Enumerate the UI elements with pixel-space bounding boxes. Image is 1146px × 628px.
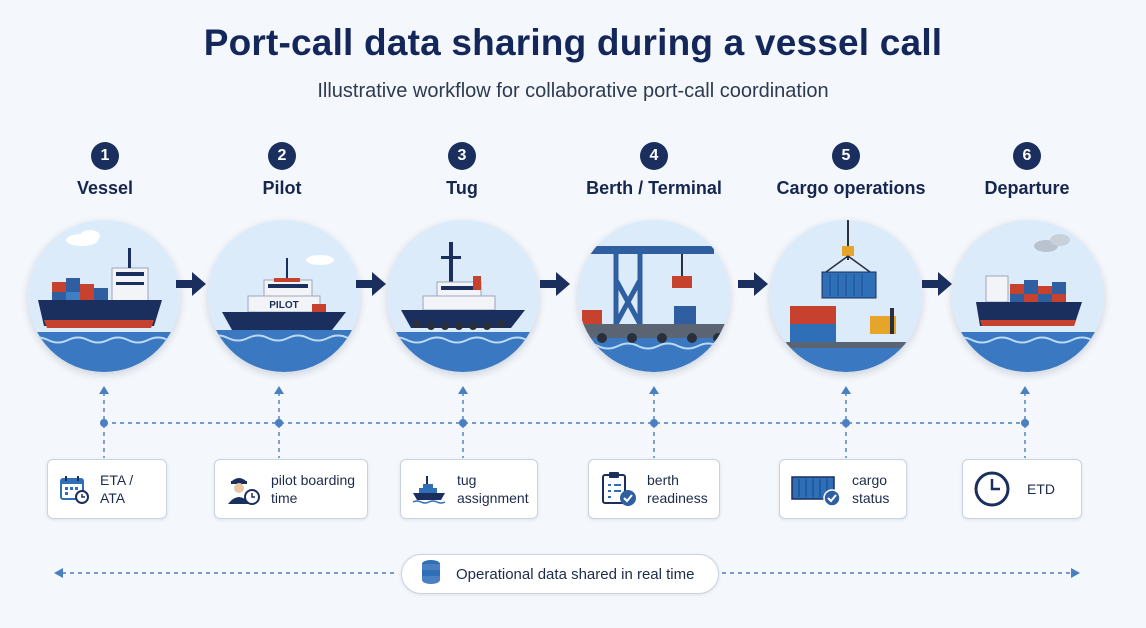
- clock-icon: [973, 470, 1011, 508]
- departure-illustration: [952, 220, 1104, 372]
- tug-boat-illustration: [387, 220, 539, 372]
- checklist-icon: [599, 471, 637, 507]
- data-card-label: berth readiness: [647, 472, 708, 506]
- step-number-6: 6: [1013, 142, 1041, 170]
- arrow-2-3: [356, 272, 386, 296]
- step-label-berth-terminal: Berth / Terminal: [586, 178, 722, 198]
- step-label-cargo-operations: Cargo operations: [776, 178, 926, 198]
- data-card-label: ETD: [1027, 481, 1055, 497]
- calendar-clock-icon: [58, 473, 90, 505]
- shared-data-label: Operational data shared in real time: [456, 565, 695, 583]
- step-number-1: 1: [91, 142, 119, 170]
- shared-data-banner: Operational data shared in real time: [401, 554, 719, 594]
- container-check-icon: [790, 471, 842, 507]
- step-number-3: 3: [448, 142, 476, 170]
- step-label-departure: Departure: [984, 178, 1070, 198]
- data-card-cargo-status: cargo status: [779, 459, 907, 519]
- svg-text:PILOT: PILOT: [269, 300, 298, 311]
- pilot-boat-illustration: PILOT: [208, 220, 360, 372]
- arrow-1-2: [176, 272, 206, 296]
- step-label-vessel: Vessel: [76, 178, 134, 198]
- data-card-tug-assignment: tug assignment: [400, 459, 538, 519]
- step-number-4: 4: [640, 142, 668, 170]
- step-label-pilot: Pilot: [262, 178, 302, 198]
- cargo-operations-illustration: [770, 220, 922, 372]
- data-card-etd: ETD: [962, 459, 1082, 519]
- vessel-illustration: [28, 220, 180, 372]
- step-label-tug: Tug: [446, 178, 478, 198]
- page-subtitle: Illustrative workflow for collaborative …: [317, 80, 829, 102]
- data-card-label: tug assignment: [457, 472, 529, 506]
- data-card-label: ETA / ATA: [100, 472, 134, 506]
- data-card-eta-ata: ETA / ATA: [47, 459, 167, 519]
- berth-terminal-illustration: [578, 220, 730, 372]
- database-icon: [420, 559, 442, 590]
- arrow-5-6: [922, 272, 952, 296]
- data-card-label: cargo status: [852, 472, 890, 506]
- arrow-4-5: [738, 272, 768, 296]
- step-number-2: 2: [268, 142, 296, 170]
- tug-boat-icon: [411, 474, 447, 504]
- page-title: Port-call data sharing during a vessel c…: [203, 22, 943, 63]
- arrow-3-4: [540, 272, 570, 296]
- data-card-label: pilot boarding time: [271, 472, 356, 506]
- pilot-clock-icon: [225, 472, 261, 506]
- data-card-berth-readiness: berth readiness: [588, 459, 720, 519]
- step-number-5: 5: [832, 142, 860, 170]
- data-card-pilot-boarding-time: pilot boarding time: [214, 459, 368, 519]
